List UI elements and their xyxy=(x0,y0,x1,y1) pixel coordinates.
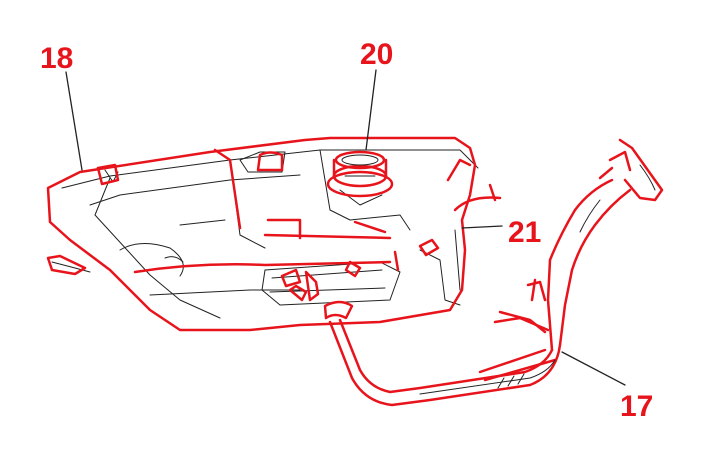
leader-lines xyxy=(65,69,626,386)
callout-21: 21 xyxy=(508,216,541,249)
callout-20: 20 xyxy=(360,38,393,71)
callout-17: 17 xyxy=(620,390,653,423)
fuel-tank xyxy=(46,136,502,332)
filler-neck-pipe xyxy=(323,138,664,407)
callout-18: 18 xyxy=(40,42,73,75)
fuel-sender-unit xyxy=(326,150,394,198)
callout-labels: 18 20 21 17 xyxy=(40,38,653,423)
